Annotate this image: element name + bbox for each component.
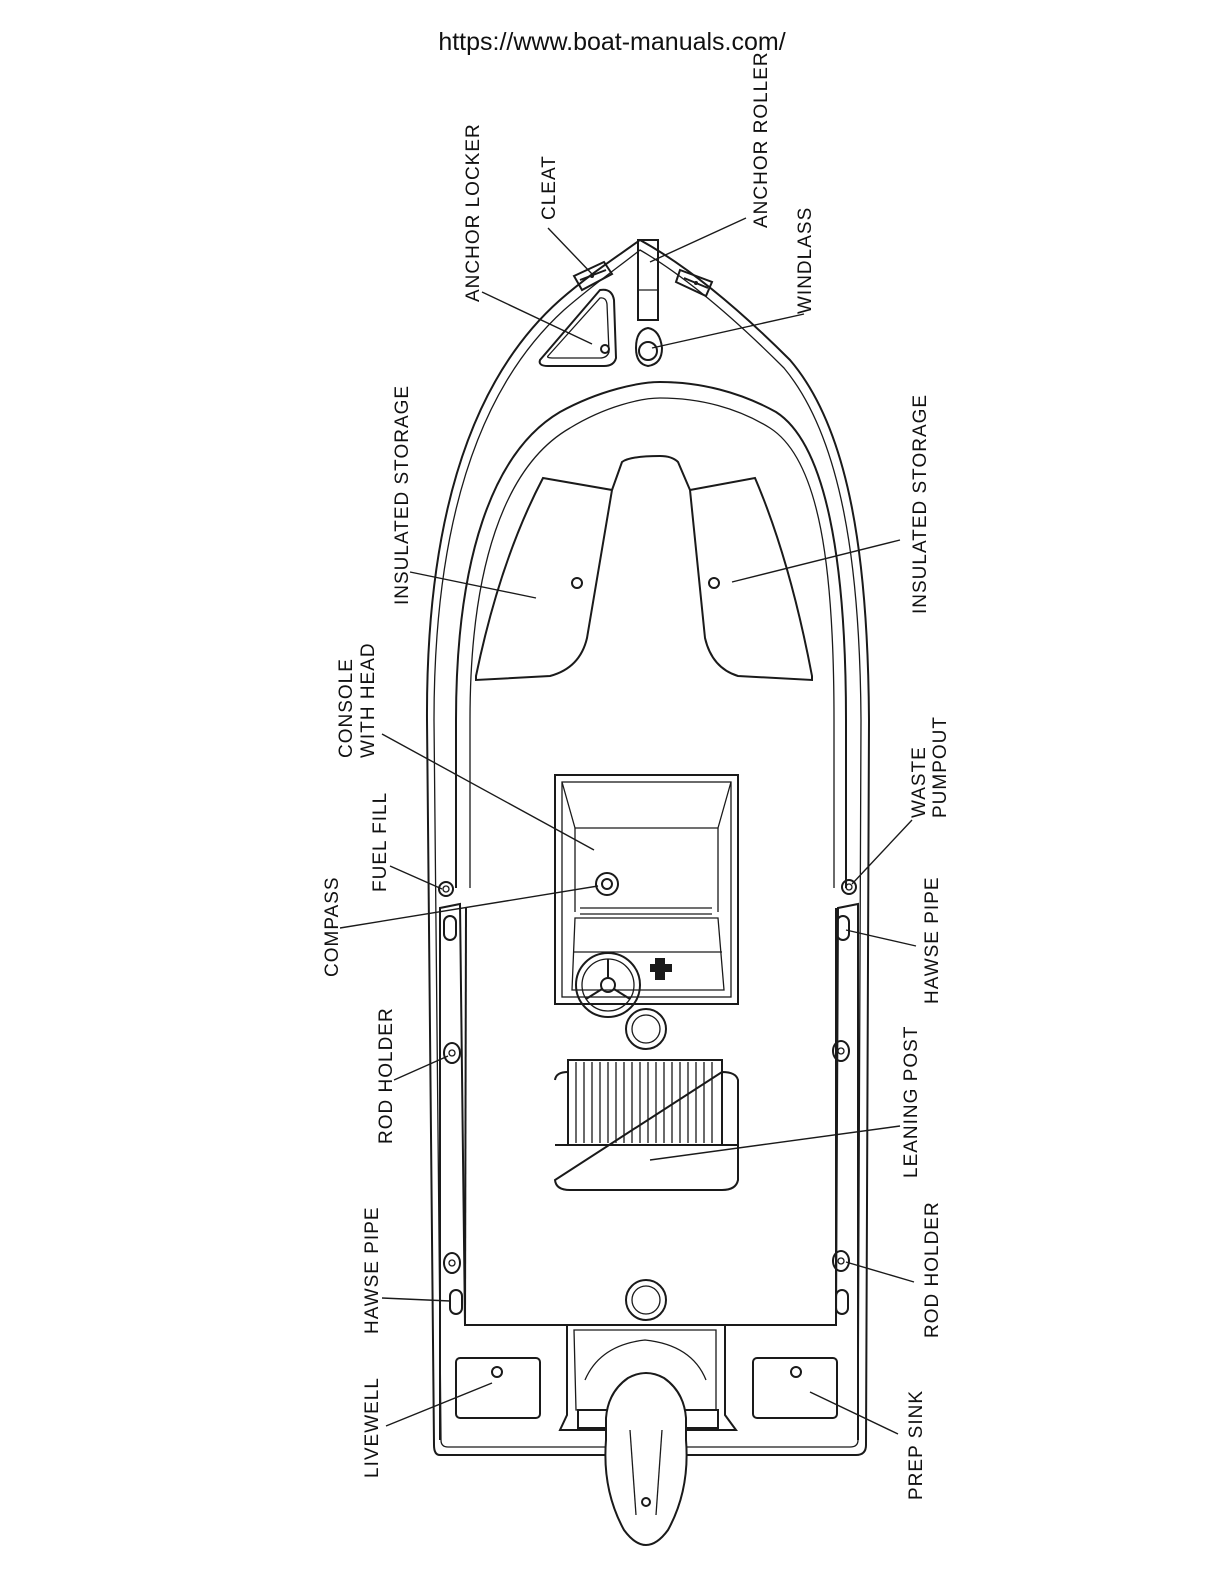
rod-holder-port-fwd <box>444 1043 460 1063</box>
insulated-storage-port[interactable] <box>476 478 612 680</box>
hawse-pipe-port-fwd <box>444 916 456 940</box>
label-livewell: LIVEWELL <box>362 1377 383 1478</box>
leader-lines <box>340 218 916 1434</box>
label-insulated-storage-starboard: INSULATED STORAGE <box>910 394 931 614</box>
label-console-line1: CONSOLE <box>336 658 357 758</box>
label-anchor-locker: ANCHOR LOCKER <box>463 123 484 302</box>
compass <box>596 873 618 895</box>
rod-holder-port-aft <box>444 1253 460 1273</box>
steering-wheel[interactable] <box>576 953 640 1017</box>
label-fuel-fill: FUEL FILL <box>370 792 391 892</box>
label-anchor-roller: ANCHOR ROLLER <box>751 51 772 228</box>
label-rod-holder-port: ROD HOLDER <box>376 1007 397 1144</box>
anchor-locker[interactable] <box>540 290 616 366</box>
console-with-head[interactable] <box>555 775 738 1004</box>
throttle <box>650 958 672 980</box>
hawse-pipe-port-aft <box>450 1290 462 1314</box>
label-console-line2: WITH HEAD <box>358 642 379 758</box>
label-rod-holder-starboard: ROD HOLDER <box>922 1201 943 1338</box>
cooler-fwd <box>626 1009 666 1049</box>
livewell[interactable] <box>456 1358 540 1418</box>
label-hawse-pipe-starboard: HAWSE PIPE <box>922 876 943 1004</box>
label-cleat: CLEAT <box>539 155 560 220</box>
label-waste-line2: PUMPOUT <box>930 716 951 818</box>
label-windlass: WINDLASS <box>795 207 816 314</box>
anchor-roller <box>638 240 658 320</box>
prep-sink[interactable] <box>753 1358 837 1418</box>
cleat-starboard <box>676 270 712 296</box>
hawse-pipe-starboard-aft <box>836 1290 848 1314</box>
label-leaning-post: LEANING POST <box>901 1026 922 1178</box>
insulated-storage-starboard[interactable] <box>690 478 812 680</box>
cooler-aft <box>626 1280 666 1320</box>
bow-casting-platform <box>612 456 690 490</box>
label-waste-line1: WASTE <box>909 746 930 818</box>
outboard-motor <box>605 1373 686 1545</box>
label-prep-sink: PREP SINK <box>906 1390 927 1500</box>
leaning-post[interactable] <box>555 1060 738 1190</box>
label-insulated-storage-port: INSULATED STORAGE <box>392 385 413 605</box>
hull-outline <box>427 240 869 1455</box>
label-compass: COMPASS <box>322 876 343 977</box>
label-hawse-pipe-port: HAWSE PIPE <box>362 1206 383 1334</box>
